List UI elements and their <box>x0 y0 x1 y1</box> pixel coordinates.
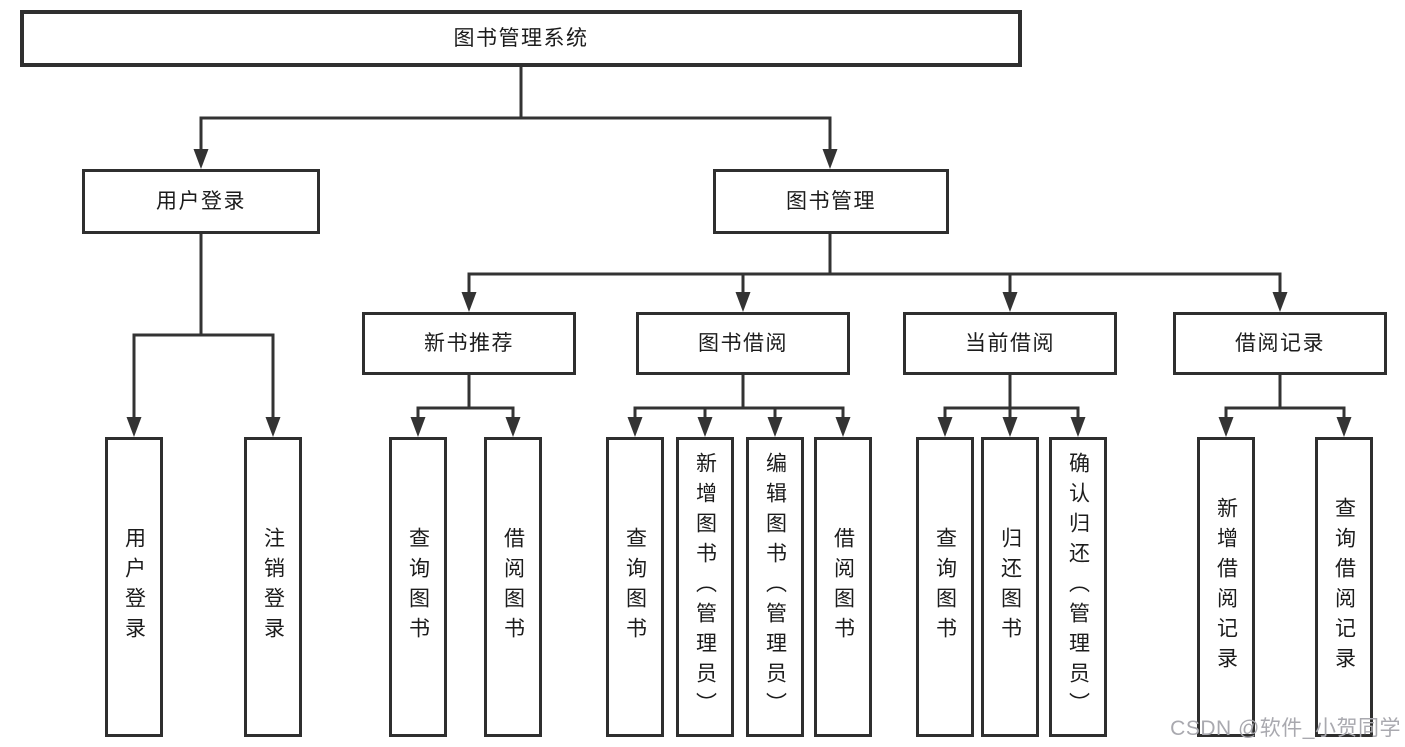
node-leaf-query-borrow-record: 查询借阅记录 <box>1315 437 1373 737</box>
node-new-book-recommend: 新书推荐 <box>362 312 576 375</box>
node-label: 当前借阅 <box>965 332 1055 355</box>
node-label: 用户登录 <box>122 527 146 647</box>
node-user-login: 用户登录 <box>82 169 320 234</box>
node-label: 新增借阅记录 <box>1214 497 1238 677</box>
node-label: 查询借阅记录 <box>1332 497 1356 677</box>
node-book-management: 图书管理 <box>713 169 949 234</box>
node-leaf-query-books-borrow: 查询图书 <box>606 437 664 737</box>
node-label: 归还图书 <box>998 527 1022 647</box>
node-library-management-system: 图书管理系统 <box>20 10 1022 67</box>
node-borrow-records: 借阅记录 <box>1173 312 1387 375</box>
node-leaf-logout: 注销登录 <box>244 437 302 737</box>
node-label: 用户登录 <box>156 190 246 213</box>
node-leaf-query-books-recommend: 查询图书 <box>389 437 447 737</box>
node-leaf-add-books-admin: 新增图书（管理员） <box>676 437 734 737</box>
node-label: 确认归还（管理员） <box>1066 452 1090 722</box>
node-label: 图书借阅 <box>698 332 788 355</box>
node-label: 图书管理系统 <box>453 27 589 50</box>
node-book-borrow: 图书借阅 <box>636 312 850 375</box>
node-label: 借阅记录 <box>1235 332 1325 355</box>
node-label: 借阅图书 <box>501 527 525 647</box>
node-current-borrow: 当前借阅 <box>903 312 1117 375</box>
node-label: 新增图书（管理员） <box>693 452 717 722</box>
node-label: 查询图书 <box>933 527 957 647</box>
node-leaf-user-login: 用户登录 <box>105 437 163 737</box>
node-label: 查询图书 <box>406 527 430 647</box>
node-leaf-confirm-return-admin: 确认归还（管理员） <box>1049 437 1107 737</box>
node-label: 注销登录 <box>261 527 285 647</box>
node-leaf-query-books-current: 查询图书 <box>916 437 974 737</box>
node-label: 借阅图书 <box>831 527 855 647</box>
node-leaf-edit-books-admin: 编辑图书（管理员） <box>746 437 804 737</box>
csdn-watermark: CSDN @软件_小贺同学 <box>1170 717 1401 740</box>
node-label: 图书管理 <box>786 190 876 213</box>
node-label: 新书推荐 <box>424 332 514 355</box>
node-leaf-borrow-books: 借阅图书 <box>814 437 872 737</box>
node-leaf-add-borrow-record: 新增借阅记录 <box>1197 437 1255 737</box>
node-label: 查询图书 <box>623 527 647 647</box>
node-label: 编辑图书（管理员） <box>763 452 787 722</box>
node-leaf-return-books: 归还图书 <box>981 437 1039 737</box>
node-leaf-borrow-books-recommend: 借阅图书 <box>484 437 542 737</box>
